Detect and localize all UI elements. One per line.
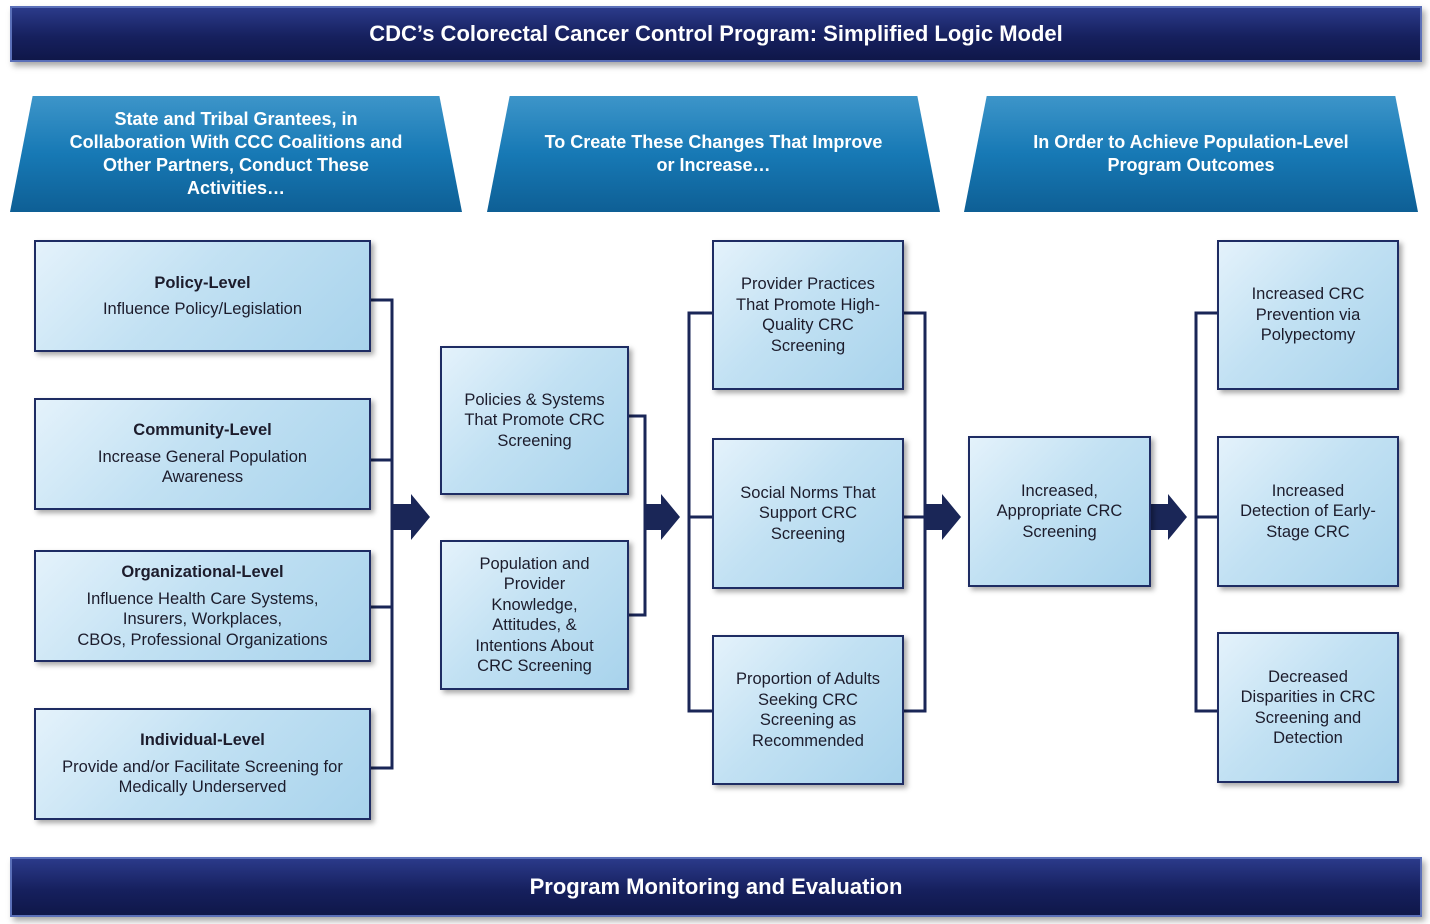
intermediate-right-bracket <box>903 311 927 713</box>
activity-body: Influence Policy/Legislation <box>102 300 303 318</box>
activity-policy-level: Policy-Level Influence Policy/Legislatio… <box>34 240 371 352</box>
header-line: In Order to Achieve Population-Level <box>1033 132 1349 152</box>
header-line: Collaboration With CCC Coalitions and <box>69 132 403 152</box>
change-provider-practices: Provider Practices That Promote High- Qu… <box>712 240 904 390</box>
footer-title: Program Monitoring and Evaluation <box>529 874 903 899</box>
change-knowledge-attitudes: Population and Provider Knowledge, Attit… <box>440 540 629 690</box>
change-body: Population and Provider Knowledge, Attit… <box>475 554 594 676</box>
change-body: Provider Practices That Promote High- Qu… <box>736 275 880 355</box>
outcome-early-detection: Increased Detection of Early- Stage CRC <box>1217 436 1399 587</box>
activity-body: Increase General Population Awareness <box>97 447 308 487</box>
outcome-body: Increased CRC Prevention via Polypectomy <box>1251 285 1365 345</box>
header-outcomes: In Order to Achieve Population-Level Pro… <box>964 96 1418 212</box>
header-line: Program Outcomes <box>1107 155 1275 175</box>
header-activities: State and Tribal Grantees, in Collaborat… <box>10 96 462 212</box>
header-line: or Increase… <box>656 155 771 175</box>
short-term-bracket <box>628 414 647 617</box>
outcome-body: Decreased Disparities in CRC Screening a… <box>1240 667 1376 748</box>
change-policies-systems: Policies & Systems That Promote CRC Scre… <box>440 346 629 495</box>
activity-organizational-level: Organizational-Level Influence Health Ca… <box>34 550 371 662</box>
outcomes-bracket <box>1194 311 1218 713</box>
arrow-screening <box>1150 494 1187 540</box>
outcome-body: Increased, Appropriate CRC Screening <box>996 481 1123 541</box>
activities-bracket <box>370 298 394 770</box>
activity-individual-level: Individual-Level Provide and/or Facilita… <box>34 708 371 820</box>
change-body: Social Norms That Support CRC Screening <box>740 483 876 543</box>
change-body: Policies & Systems That Promote CRC Scre… <box>464 390 605 450</box>
header-line: To Create These Changes That Improve <box>544 132 883 152</box>
activity-heading: Individual-Level <box>140 731 265 750</box>
title-banner: CDC’s Colorectal Cancer Control Program:… <box>10 6 1422 62</box>
activity-heading: Policy-Level <box>154 273 251 292</box>
activity-body: Provide and/or Facilitate Screening for … <box>62 757 343 797</box>
header-changes: To Create These Changes That Improve or … <box>487 96 940 212</box>
intermediate-left-bracket <box>687 311 713 713</box>
activity-community-level: Community-Level Increase General Populat… <box>34 398 371 510</box>
outcome-body: Increased Detection of Early- Stage CRC <box>1240 481 1376 541</box>
change-social-norms: Social Norms That Support CRC Screening <box>712 438 904 589</box>
header-line: Other Partners, Conduct These <box>102 155 370 175</box>
change-adults-seeking-screening: Proportion of Adults Seeking CRC Screeni… <box>712 635 904 785</box>
header-line: Activities… <box>186 178 286 198</box>
footer-banner: Program Monitoring and Evaluation <box>10 857 1422 917</box>
page-title: CDC’s Colorectal Cancer Control Program:… <box>369 21 1063 46</box>
activity-heading: Community-Level <box>133 421 272 440</box>
activity-heading: Organizational-Level <box>121 563 284 581</box>
arrow-activities <box>392 494 430 540</box>
outcome-decreased-disparities: Decreased Disparities in CRC Screening a… <box>1217 632 1399 783</box>
outcome-increased-screening: Increased, Appropriate CRC Screening <box>968 436 1151 587</box>
arrow-intermediate <box>925 494 961 540</box>
outcome-crc-prevention: Increased CRC Prevention via Polypectomy <box>1217 240 1399 390</box>
change-body: Proportion of Adults Seeking CRC Screeni… <box>735 670 880 750</box>
header-line: State and Tribal Grantees, in <box>114 109 358 129</box>
activity-body: Influence Health Care Systems, Insurers,… <box>77 589 328 649</box>
arrow-short-term <box>645 494 680 540</box>
